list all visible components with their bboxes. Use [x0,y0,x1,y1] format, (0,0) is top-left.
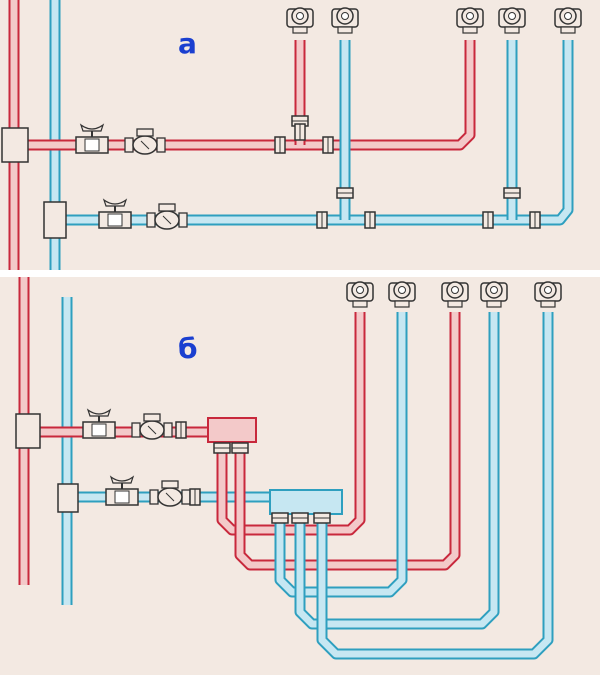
faucet-elbow-icon [388,281,416,308]
faucet-elbow-icon [346,281,374,308]
strainer-filter-icon [124,128,166,155]
strainer-filter-icon [146,203,188,230]
faucet-elbow-icon [498,7,526,34]
faucet-elbow-icon [331,7,359,34]
shutoff-valve-icon [98,198,132,229]
strainer-filter-icon [149,480,191,507]
faucet-elbow-icon [534,281,562,308]
hot-manifold [207,417,257,443]
panel-a-serial-scheme [1,0,582,270]
panel-divider [0,270,600,277]
panel-b-manifold-scheme [15,277,562,660]
shutoff-valve-icon [75,123,109,154]
tee-fitting [57,483,79,513]
shutoff-valve-icon [105,475,139,506]
shutoff-valve-icon [82,408,116,439]
tee-fitting [15,413,41,449]
faucet-elbow-icon [441,281,469,308]
panel-label-b: б [178,332,198,365]
tee-fitting [1,127,29,163]
faucet-elbow-icon [286,7,314,34]
faucet-elbow-icon [554,7,582,34]
strainer-filter-icon [131,413,173,440]
faucet-elbow-icon [456,7,484,34]
cold-manifold [269,489,343,515]
tee-fitting [43,201,67,239]
panel-label-a: а [178,27,197,60]
faucet-elbow-icon [480,281,508,308]
